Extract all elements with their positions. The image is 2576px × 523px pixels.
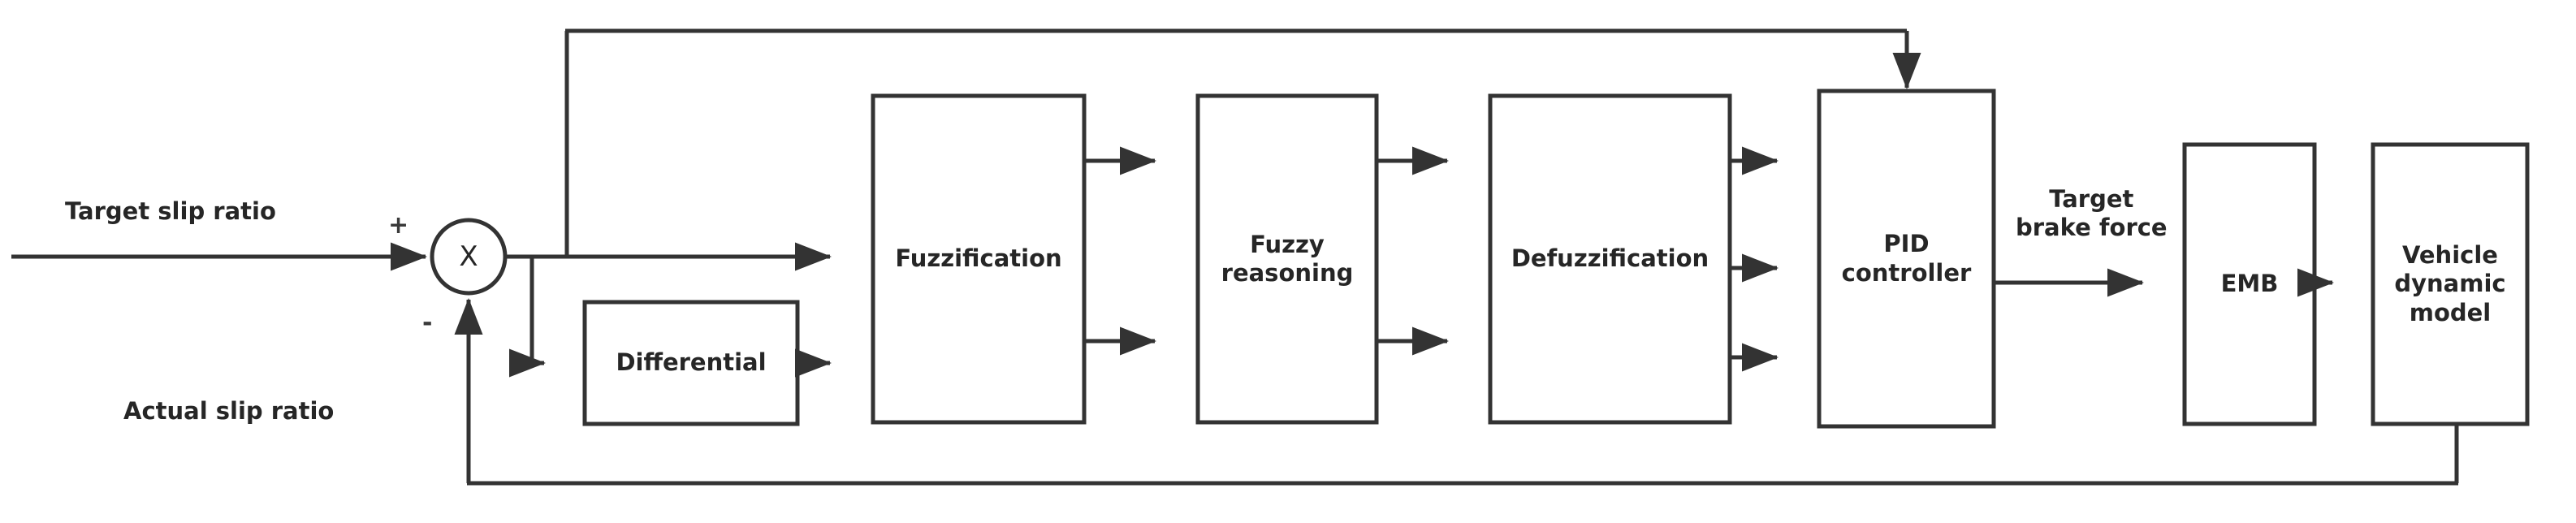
block-rect-vehicle-dynamic-model: [2371, 142, 2530, 426]
block-rect-fuzzy-reasoning: [1195, 93, 1379, 425]
block-rect-pid-controller: [1817, 89, 1996, 429]
block-rect-fuzzification: [871, 93, 1087, 425]
block-rect-defuzzification: [1488, 93, 1732, 425]
signal-label-actual-slip-ratio: Actual slip ratio: [123, 397, 335, 425]
minus-sign-label: -: [422, 309, 433, 337]
block-rect-differential: [582, 300, 800, 426]
signal-label-target-slip-ratio: Target slip ratio: [65, 197, 276, 225]
signal-label-target-brake-force: Target brake force: [2016, 185, 2168, 242]
summing-junction-symbol: X: [459, 240, 478, 273]
block-rect-emb: [2182, 142, 2317, 426]
plus-sign-label: +: [388, 211, 409, 240]
